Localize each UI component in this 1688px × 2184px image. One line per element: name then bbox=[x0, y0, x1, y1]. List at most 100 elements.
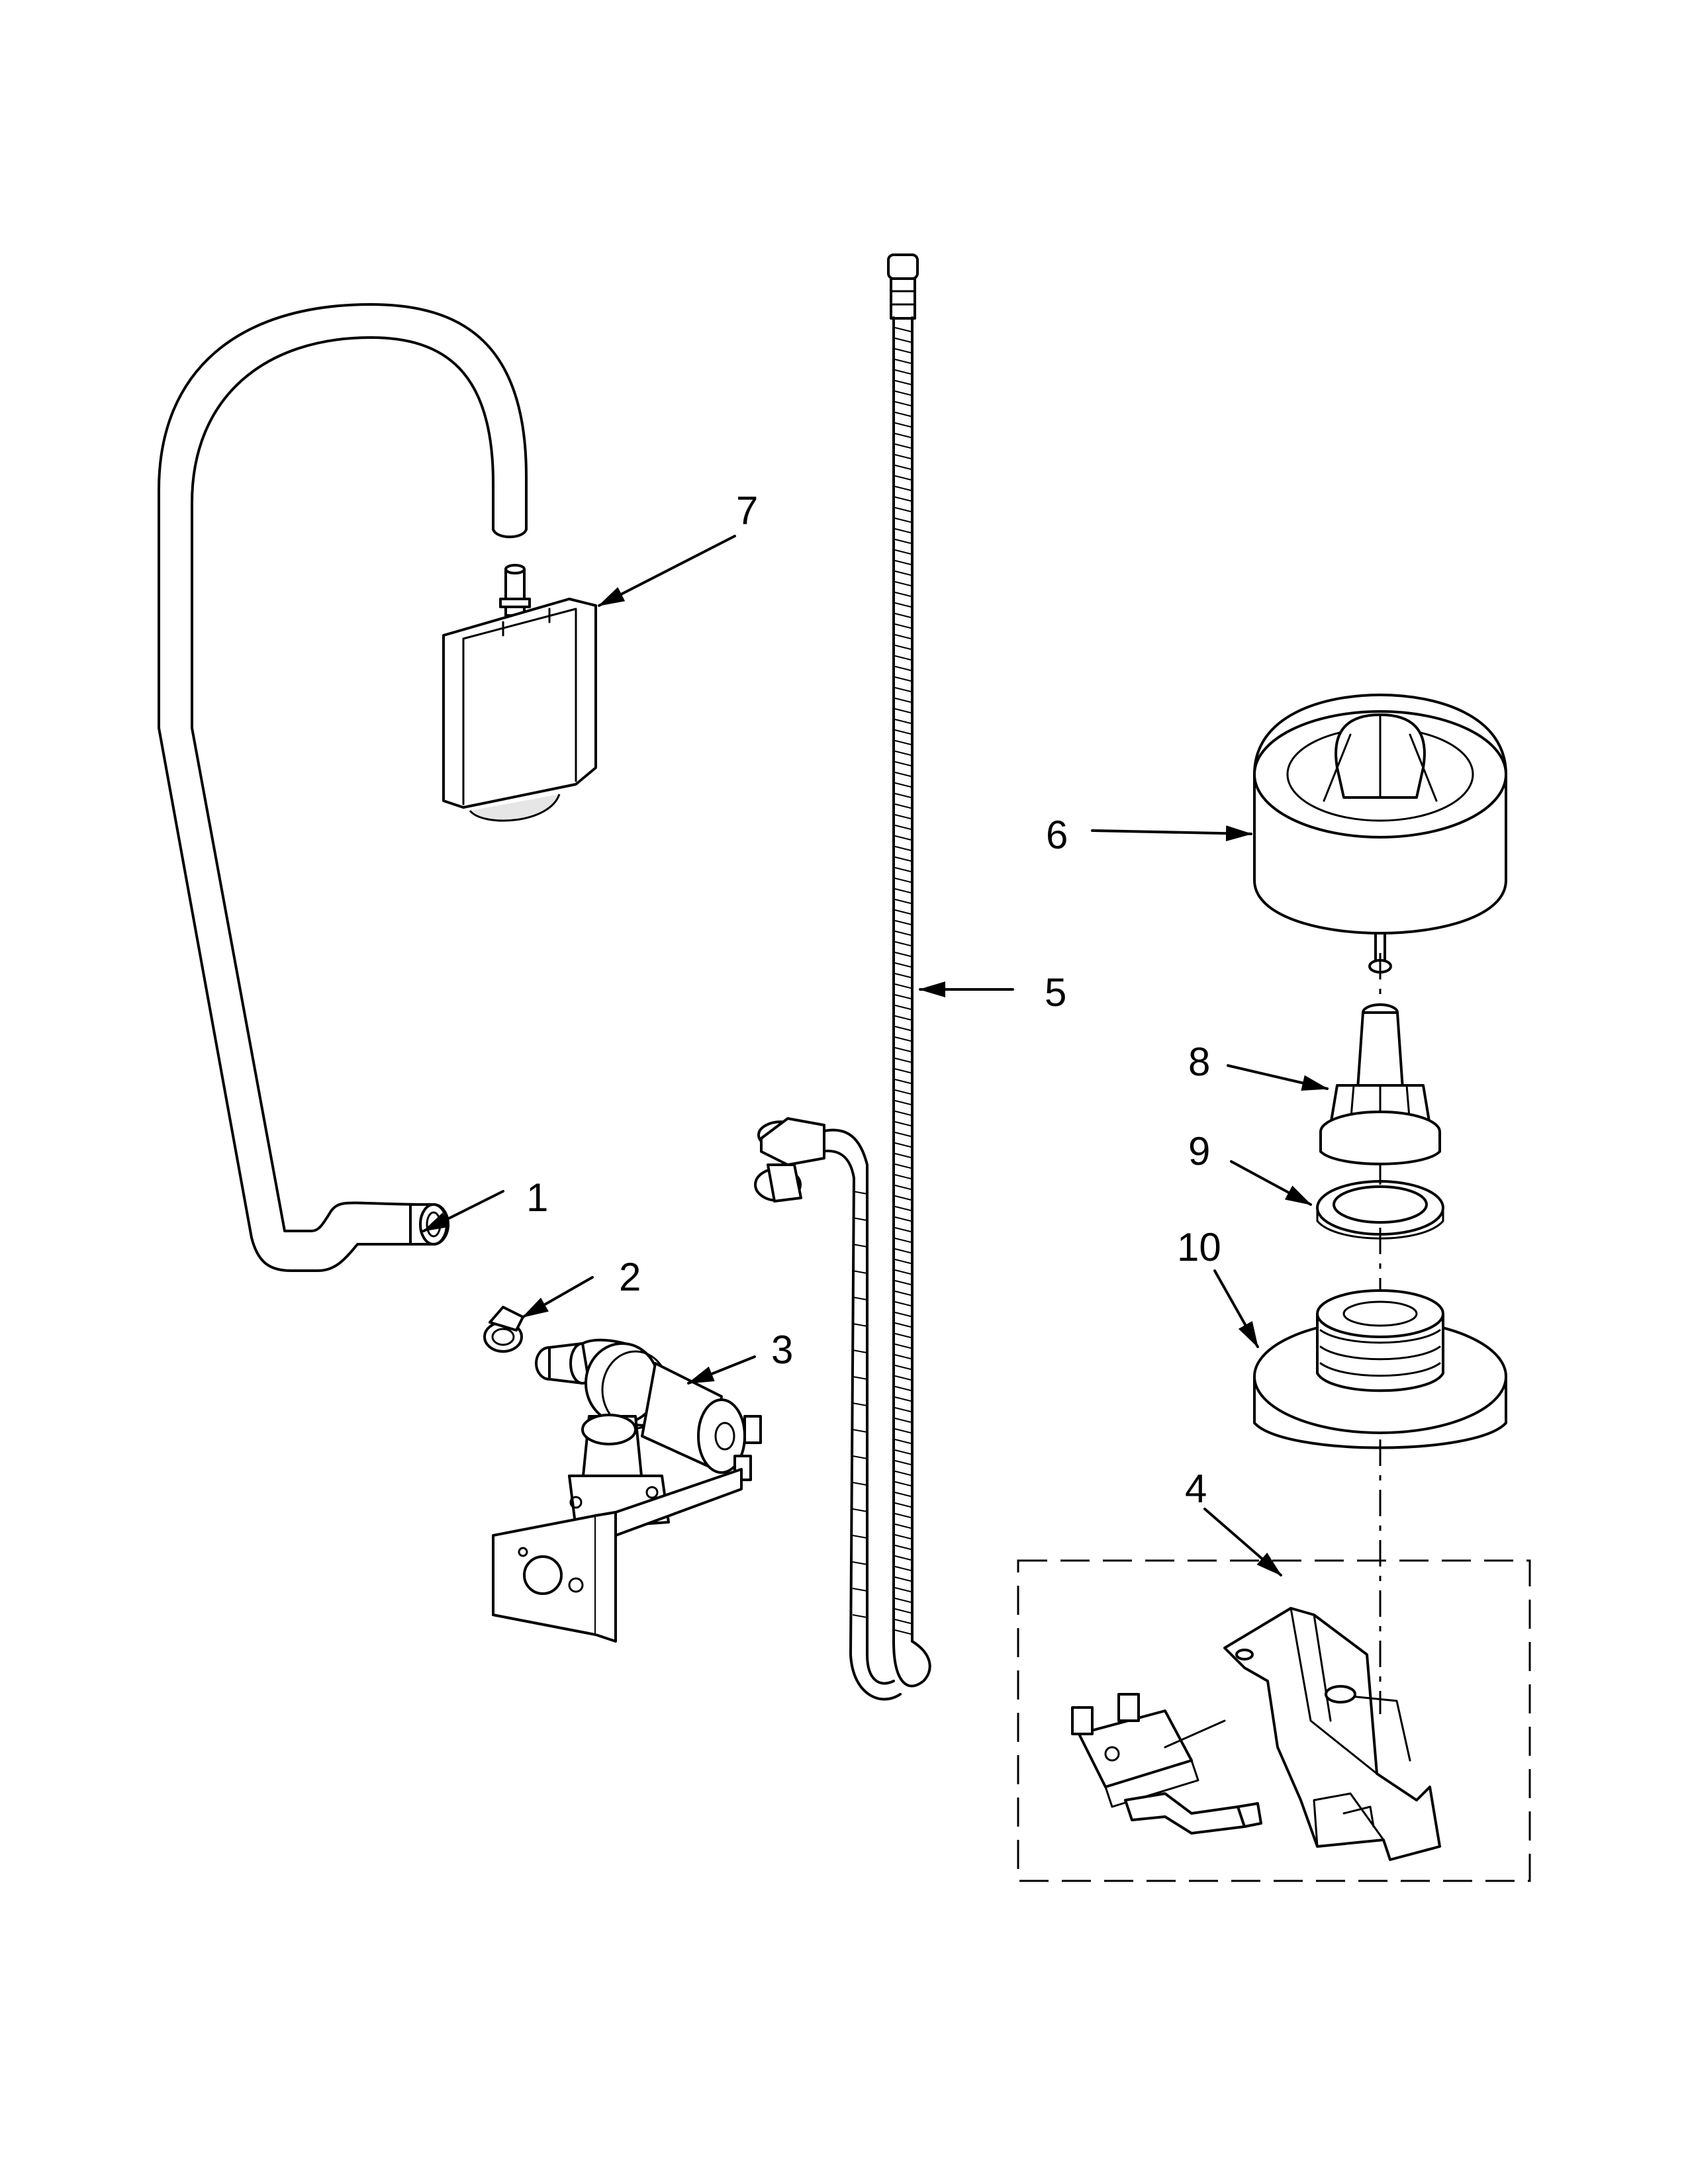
cable-rib bbox=[894, 1269, 912, 1275]
cable-rib bbox=[894, 1036, 912, 1042]
cable-rib bbox=[894, 878, 912, 883]
float-stem-part bbox=[1319, 1003, 1441, 1165]
cable-rib bbox=[894, 348, 912, 353]
cable-rib bbox=[894, 1365, 912, 1370]
side-cable-rib bbox=[852, 1535, 868, 1539]
cable-rib bbox=[894, 634, 912, 639]
cable-rib bbox=[894, 390, 912, 396]
cable-rib bbox=[894, 1439, 912, 1444]
side-cable-rib bbox=[852, 1402, 868, 1406]
cable-rib bbox=[894, 1174, 912, 1179]
cable-rib bbox=[894, 338, 912, 343]
cable-rib bbox=[894, 867, 912, 872]
cable-rib bbox=[894, 1312, 912, 1317]
callout-labels: 1 2 3 4 5 6 7 8 9 10 bbox=[526, 488, 1221, 1511]
callout-9: 9 bbox=[1188, 1129, 1210, 1173]
callout-10: 10 bbox=[1177, 1225, 1221, 1269]
cable-rib bbox=[894, 1185, 912, 1190]
cable-rib bbox=[894, 433, 912, 438]
cable-rib bbox=[894, 369, 912, 375]
cable-rib bbox=[894, 1481, 912, 1486]
cable-rib bbox=[894, 931, 912, 936]
side-cable-rib bbox=[852, 1191, 868, 1195]
cable-rib bbox=[894, 401, 912, 406]
cable-rib bbox=[894, 1386, 912, 1391]
cable-rib bbox=[894, 1619, 912, 1624]
cable-rib bbox=[894, 899, 912, 904]
leader-3 bbox=[687, 1355, 756, 1385]
callout-2: 2 bbox=[619, 1255, 641, 1299]
side-cable-rib bbox=[852, 1376, 868, 1380]
cable-rib bbox=[894, 549, 912, 555]
side-cable-rib bbox=[852, 1270, 868, 1274]
callout-7: 7 bbox=[736, 488, 758, 533]
cable-rib bbox=[894, 1111, 912, 1116]
leader-4 bbox=[1203, 1508, 1282, 1576]
cable-rib bbox=[894, 1333, 912, 1338]
cable-rib bbox=[894, 909, 912, 915]
leader-6 bbox=[1091, 825, 1252, 842]
cable-rib bbox=[894, 623, 912, 629]
cable-rib bbox=[894, 1555, 912, 1561]
side-cable-rib bbox=[852, 1297, 868, 1300]
side-cable-rib bbox=[852, 1349, 868, 1353]
cable-rib bbox=[894, 496, 912, 502]
cable-rib bbox=[894, 973, 912, 978]
cable-rib bbox=[894, 814, 912, 819]
cable-rib bbox=[894, 1629, 912, 1635]
side-cable-rib bbox=[852, 1561, 868, 1565]
cable-rib bbox=[894, 507, 912, 512]
callout-4: 4 bbox=[1185, 1467, 1207, 1511]
cable-rib bbox=[894, 602, 912, 608]
cable-rib bbox=[894, 1396, 912, 1402]
cable-rib bbox=[894, 465, 912, 470]
cable-rib bbox=[894, 1280, 912, 1285]
cable-rib bbox=[894, 1195, 912, 1201]
cable-rib bbox=[894, 1407, 912, 1412]
cable-rib bbox=[894, 454, 912, 459]
cable-rib bbox=[894, 846, 912, 851]
cable-rib bbox=[894, 1005, 912, 1010]
side-cable-rib bbox=[852, 1323, 868, 1327]
callout-5: 5 bbox=[1045, 970, 1066, 1015]
side-cable-rib bbox=[852, 1217, 868, 1221]
cable-rib bbox=[894, 708, 912, 713]
cable-rib bbox=[894, 1375, 912, 1381]
cable-rib bbox=[894, 962, 912, 968]
cable-rib bbox=[894, 1015, 912, 1021]
cable-rib bbox=[894, 1132, 912, 1137]
cable-rib bbox=[894, 1471, 912, 1476]
cable-rib bbox=[894, 518, 912, 523]
cable-rib bbox=[894, 613, 912, 618]
cable-rib bbox=[894, 528, 912, 533]
cable-rib bbox=[894, 1163, 912, 1169]
side-cable-rib bbox=[852, 1588, 868, 1592]
side-cable-rib bbox=[852, 1244, 868, 1248]
leader-8 bbox=[1227, 1064, 1329, 1091]
cable-rib bbox=[894, 666, 912, 671]
cable-rib bbox=[894, 888, 912, 893]
water-valve-part bbox=[492, 1338, 762, 1643]
cable-rib bbox=[894, 1322, 912, 1328]
cable-rib bbox=[894, 1492, 912, 1497]
cable-ribbing bbox=[894, 327, 912, 1635]
cable-rib bbox=[894, 1238, 912, 1243]
callout-6: 6 bbox=[1046, 813, 1068, 857]
cable-rib bbox=[894, 655, 912, 660]
cable-rib bbox=[894, 1449, 912, 1455]
cable-rib bbox=[894, 1587, 912, 1592]
cable-rib bbox=[894, 1545, 912, 1550]
cable-rib bbox=[894, 687, 912, 692]
cable-rib bbox=[894, 793, 912, 798]
cable-rib bbox=[894, 1248, 912, 1253]
cable-rib bbox=[894, 1079, 912, 1084]
cable-rib bbox=[894, 803, 912, 809]
cable-rib bbox=[894, 570, 912, 576]
cable-rib bbox=[894, 443, 912, 449]
cable-rib bbox=[894, 761, 912, 766]
cable-rib bbox=[894, 581, 912, 586]
cable-rib bbox=[894, 676, 912, 682]
cable-rib bbox=[894, 1047, 912, 1052]
side-cable-rib bbox=[852, 1455, 868, 1459]
